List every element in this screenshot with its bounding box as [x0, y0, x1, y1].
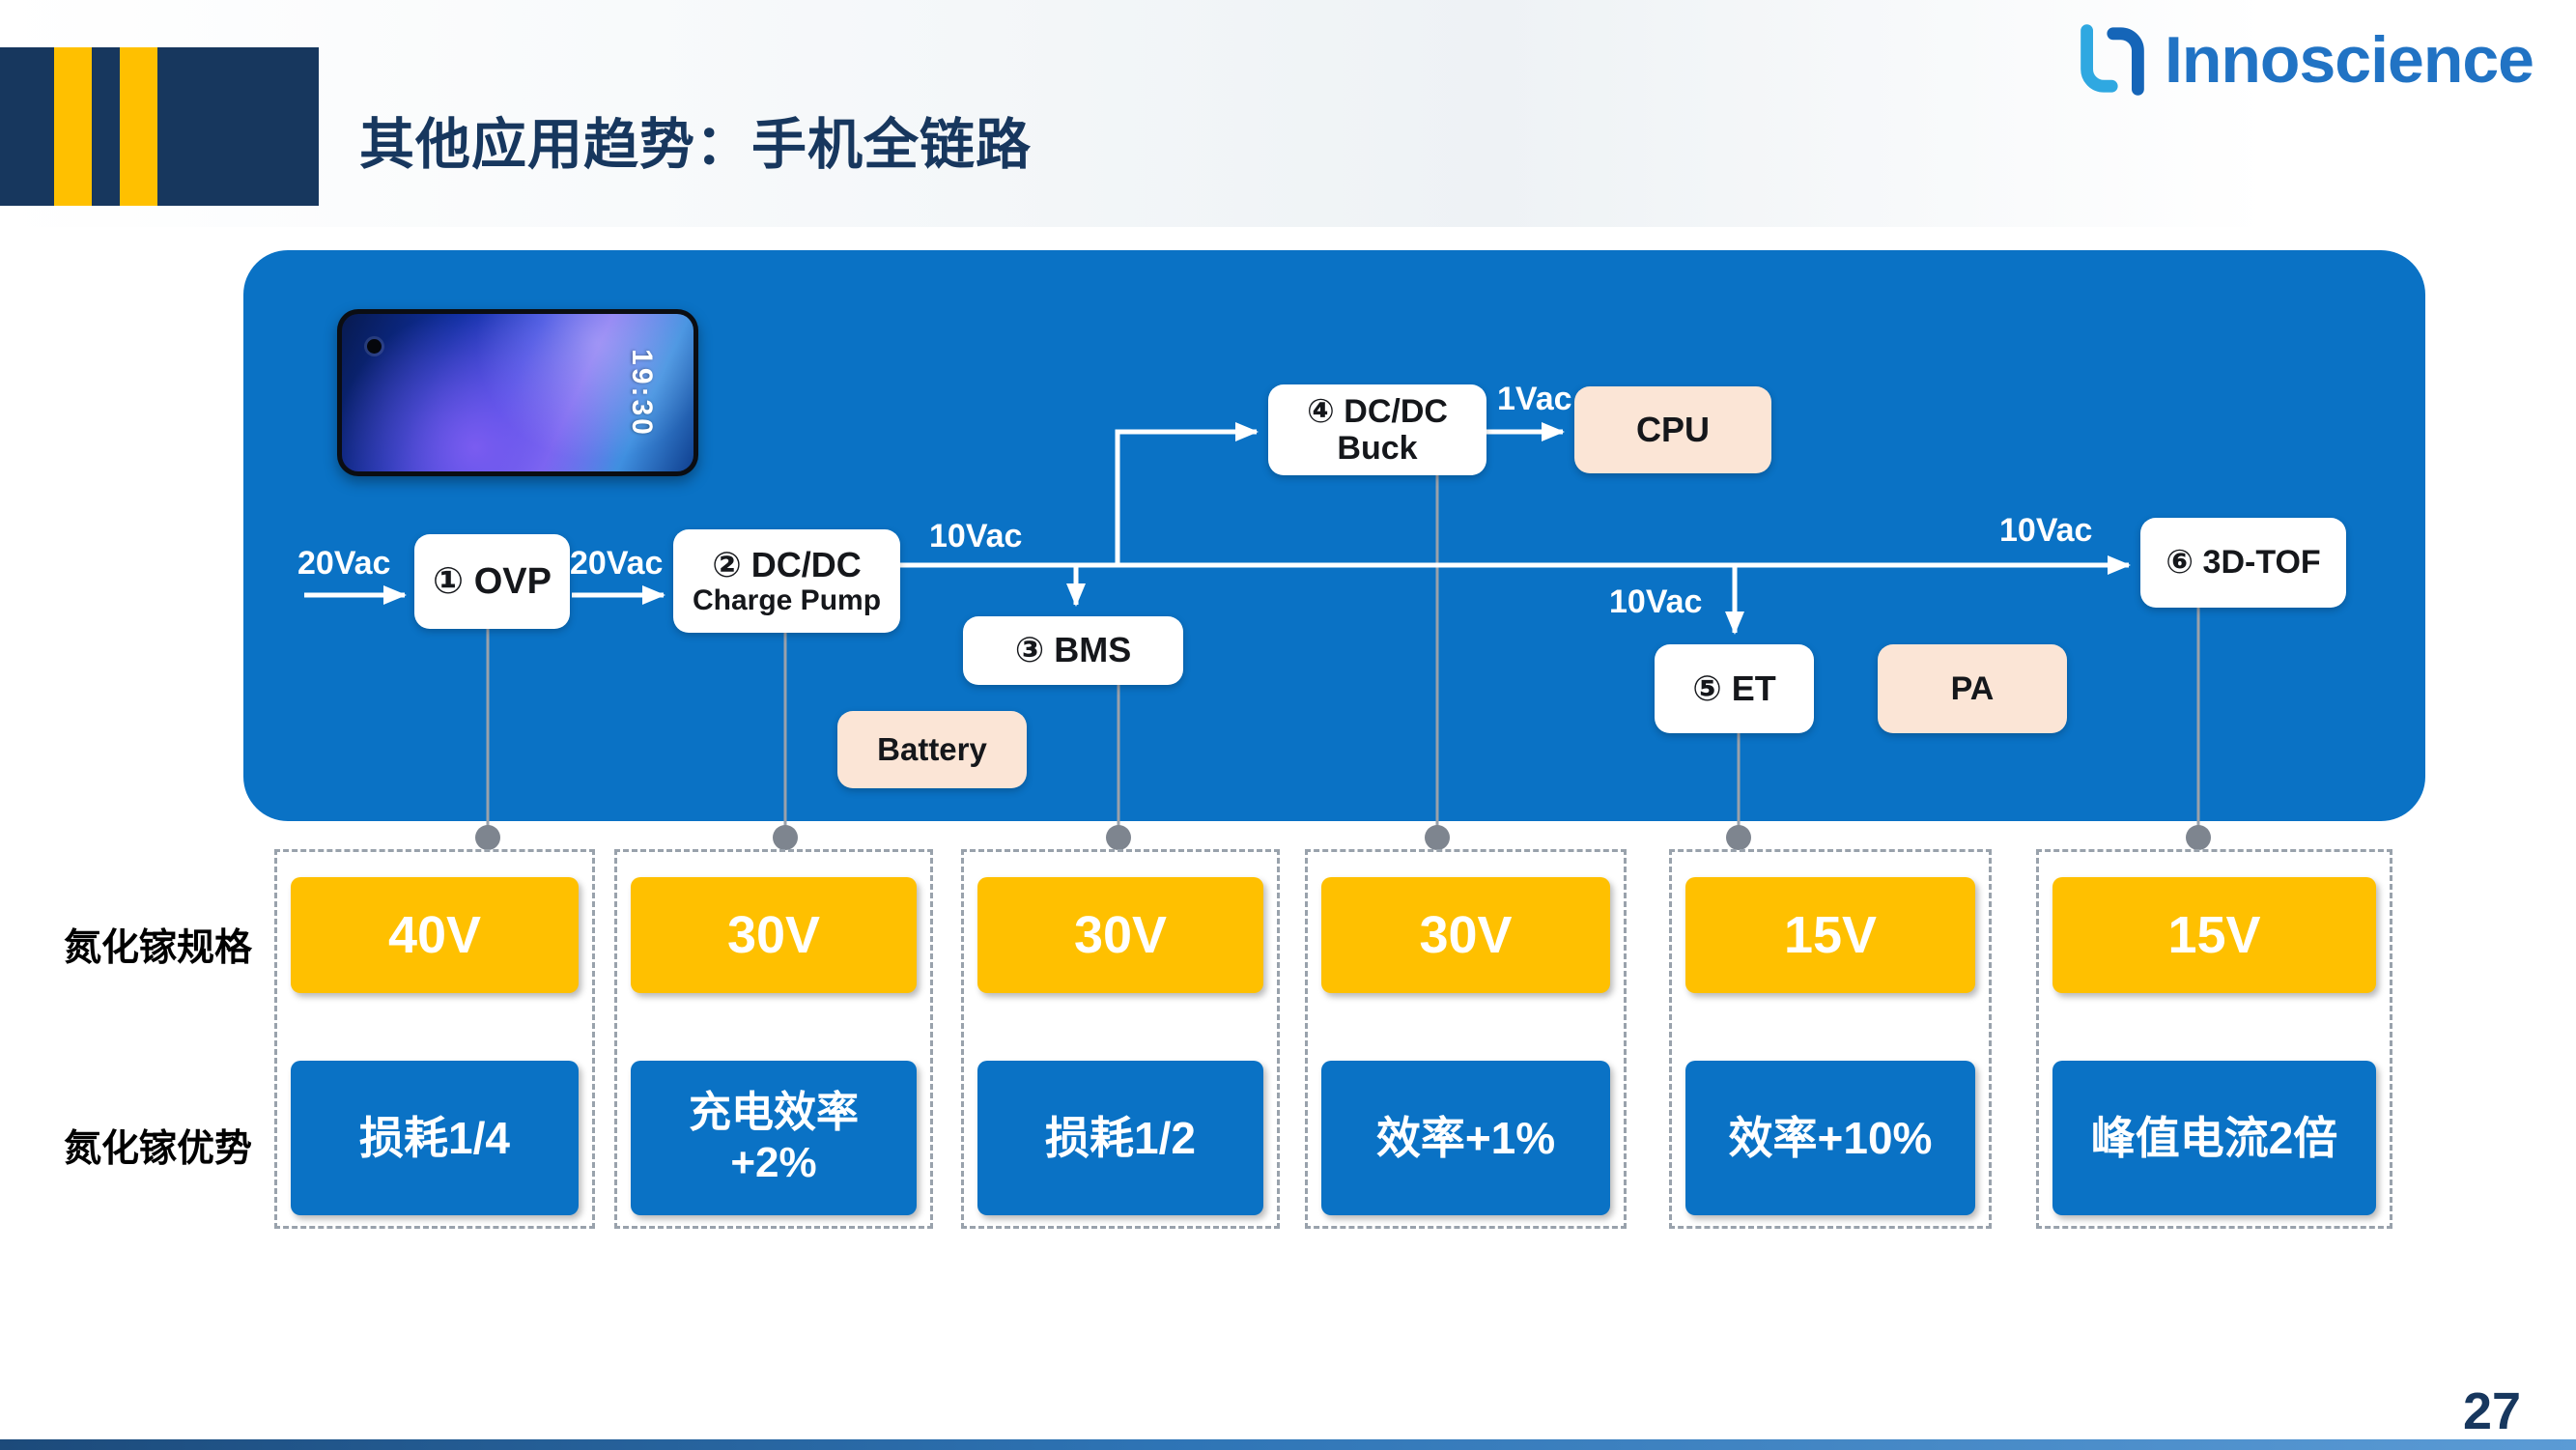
logo: Innoscience	[2074, 21, 2534, 99]
node-et-label: ⑤ ET	[1692, 668, 1776, 708]
node-cpu-label: CPU	[1635, 409, 1710, 449]
comparison-column-3: 30V 损耗1/2	[961, 849, 1280, 1229]
gan-advantage-value: 损耗1/4	[291, 1061, 579, 1215]
drop-lines	[486, 475, 2200, 838]
gan-spec-value: 30V	[1321, 877, 1610, 993]
node-buck-line1: ④ DC/DC	[1307, 392, 1448, 430]
gan-spec-value: 30V	[631, 877, 917, 993]
node-bms: ③ BMS	[963, 616, 1183, 685]
node-battery-label: Battery	[877, 730, 987, 767]
phone-clock: 19:30	[626, 348, 659, 438]
comparison-column-6: 15V 峰值电流2倍	[2036, 849, 2392, 1229]
page-title: 其他应用趋势：手机全链路	[359, 114, 1032, 176]
node-et: ⑤ ET	[1655, 644, 1814, 733]
node-battery: Battery	[837, 711, 1027, 788]
node-3d-tof: ⑥ 3D-TOF	[2140, 518, 2346, 608]
accent-stripe	[54, 47, 92, 206]
node-3d-tof-label: ⑥ 3D-TOF	[2166, 544, 2321, 582]
voltage-label-ovp-out-20vac: 20Vac	[570, 545, 664, 582]
comparison-column-2: 30V 充电效率 +2%	[614, 849, 933, 1229]
header-accent-block	[0, 47, 319, 206]
gan-advantage-value: 效率+1%	[1321, 1061, 1610, 1215]
node-bms-label: ③ BMS	[1014, 630, 1132, 670]
row-label-gan-spec: 氮化镓规格	[64, 927, 253, 969]
gan-advantage-value: 损耗1/2	[977, 1061, 1263, 1215]
arrow-bus-to-buck	[1115, 422, 1259, 565]
voltage-label-tof-10vac: 10Vac	[1999, 512, 2093, 549]
node-pa: PA	[1878, 644, 2067, 733]
node-charge-pump-line2: Charge Pump	[692, 583, 882, 616]
node-ovp-label: ① OVP	[433, 560, 552, 602]
page-number: 27	[2463, 1382, 2522, 1440]
gan-advantage-value: 峰值电流2倍	[2052, 1061, 2376, 1215]
comparison-column-1: 40V 损耗1/4	[274, 849, 595, 1229]
gan-spec-value: 30V	[977, 877, 1263, 993]
accent-stripe	[120, 47, 157, 206]
row-label-gan-advantage: 氮化镓优势	[64, 1128, 253, 1170]
phone-image: 19:30	[337, 309, 698, 476]
gan-spec-value: 15V	[2052, 877, 2376, 993]
comparison-column-5: 15V 效率+10%	[1669, 849, 1992, 1229]
comparison-column-4: 30V 效率+1%	[1305, 849, 1627, 1229]
voltage-label-cpu-1vac: 1Vac	[1497, 381, 1572, 417]
voltage-label-bus-10vac: 10Vac	[929, 518, 1023, 554]
node-charge-pump-line1: ② DC/DC	[712, 544, 862, 584]
logo-text: Innoscience	[2164, 23, 2534, 97]
node-charge-pump: ② DC/DC Charge Pump	[673, 529, 900, 633]
top-gradient-band	[0, 0, 2576, 227]
bottom-accent-bar	[0, 1439, 2576, 1450]
gan-advantage-value: 充电效率 +2%	[631, 1061, 917, 1215]
node-cpu: CPU	[1574, 386, 1771, 473]
gan-spec-value: 15V	[1685, 877, 1975, 993]
phone-screen: 19:30	[342, 314, 694, 471]
gan-spec-value: 40V	[291, 877, 579, 993]
node-pa-label: PA	[1950, 669, 1995, 707]
voltage-label-et-10vac: 10Vac	[1609, 583, 1703, 620]
gan-advantage-value: 效率+10%	[1685, 1061, 1975, 1215]
drop-dots	[475, 825, 2211, 850]
innoscience-logo-icon	[2081, 24, 2144, 96]
phone-camera-dot	[367, 339, 382, 354]
voltage-label-input-20vac: 20Vac	[297, 545, 391, 582]
node-buck-line2: Buck	[1337, 430, 1418, 467]
node-ovp: ① OVP	[414, 534, 570, 629]
node-dcdc-buck: ④ DC/DC Buck	[1268, 384, 1486, 475]
